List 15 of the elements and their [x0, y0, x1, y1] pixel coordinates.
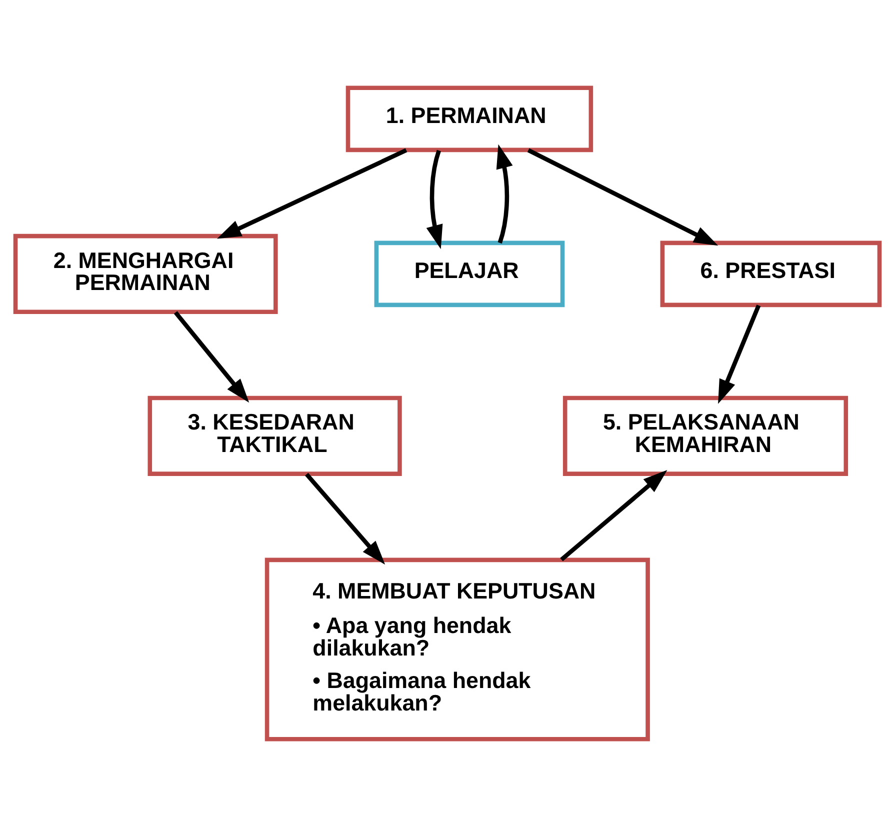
- node-box: 2. MENGHARGAI PERMAINAN: [13, 234, 278, 314]
- arrow: [426, 150, 443, 250]
- arrow: [560, 470, 668, 562]
- node-box: 1. PERMAINAN: [346, 86, 594, 152]
- node-box: 6. PRESTASI: [660, 240, 882, 308]
- arrow: [718, 304, 761, 404]
- arrow: [496, 144, 513, 244]
- arrow: [527, 148, 718, 246]
- arrow: [217, 148, 408, 239]
- arrow: [304, 472, 386, 565]
- node-box: PELAJAR: [374, 240, 565, 308]
- node-box: 5. PELAKSANAAN KEMAHIRAN: [562, 396, 848, 476]
- node-box: 4. MEMBUAT KEPUTUSAN • Apa yang hendak dilakukan? • Bagaimana hendak melakukan?: [264, 558, 650, 742]
- arrow: [174, 311, 250, 403]
- node-box: 3. KESEDARAN TAKTIKAL: [148, 396, 402, 476]
